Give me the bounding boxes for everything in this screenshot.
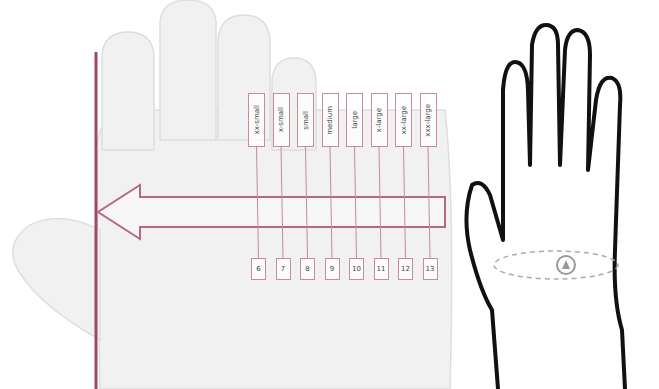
finger-shape — [102, 32, 154, 150]
thumb-shape — [13, 219, 100, 340]
measure-marker-arrow — [562, 260, 570, 269]
finger-shape — [272, 58, 316, 150]
palm-hand — [466, 25, 625, 389]
size-label-box: xx-large — [395, 93, 412, 147]
size-name: medium — [326, 106, 334, 135]
finger-shape — [160, 0, 216, 140]
size-number: 6 — [256, 265, 260, 273]
size-number-box: 8 — [300, 258, 315, 280]
size-number-box: 6 — [251, 258, 266, 280]
size-number-box: 10 — [349, 258, 364, 280]
gray-hand — [13, 0, 452, 389]
size-label-box: xxx-large — [420, 93, 437, 147]
size-number-box: 9 — [325, 258, 340, 280]
hand-outline — [466, 25, 625, 389]
size-connector — [355, 147, 357, 258]
size-connector — [257, 147, 259, 258]
measure-line — [95, 52, 98, 389]
size-connector — [428, 147, 430, 258]
length-arrow — [98, 185, 445, 239]
size-label-box: small — [297, 93, 314, 147]
size-number-box: 12 — [398, 258, 413, 280]
size-name: x-small — [277, 107, 285, 132]
size-label-box: x-small — [273, 93, 290, 147]
size-connector — [281, 147, 283, 258]
size-name: x-large — [375, 108, 383, 132]
size-connector — [379, 147, 381, 258]
size-connector — [330, 147, 332, 258]
size-name: xxx-large — [424, 104, 432, 137]
size-number: 7 — [281, 265, 285, 273]
circumference-loop — [494, 251, 618, 279]
size-name: small — [302, 111, 310, 130]
size-number-box: 11 — [374, 258, 389, 280]
size-label-box: x-large — [371, 93, 388, 147]
size-label-box: large — [346, 93, 363, 147]
palm-shape — [96, 110, 452, 389]
size-connector — [404, 147, 406, 258]
size-number: 8 — [305, 265, 309, 273]
size-name: xx-large — [400, 106, 408, 135]
size-number-box: 13 — [423, 258, 438, 280]
size-label-box: medium — [322, 93, 339, 147]
size-number: 11 — [377, 265, 386, 273]
measure-marker — [557, 256, 575, 274]
size-name: large — [351, 111, 359, 129]
size-connector — [306, 147, 308, 258]
size-number: 12 — [401, 265, 410, 273]
size-number: 9 — [330, 265, 334, 273]
size-label-box: xx-small — [248, 93, 265, 147]
size-number: 13 — [426, 265, 435, 273]
size-number-box: 7 — [276, 258, 291, 280]
size-number: 10 — [352, 265, 361, 273]
size-name: xx-small — [253, 105, 261, 134]
